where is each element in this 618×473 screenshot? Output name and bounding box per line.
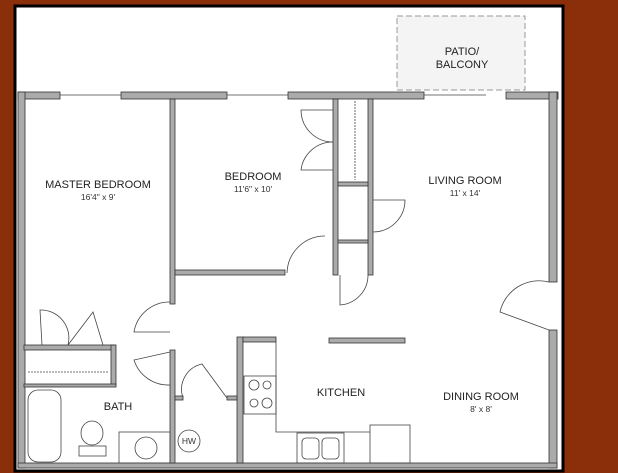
toilet-tank — [78, 445, 107, 457]
master-bedroom-label: MASTER BEDROOM — [45, 179, 151, 191]
dining-room-label: DINING ROOM — [443, 391, 519, 403]
living-room-size: 11' x 14' — [450, 188, 481, 198]
kitchen-label: KITCHEN — [317, 387, 365, 399]
patio-label-line1: PATIO/ — [445, 46, 480, 58]
interior-walls — [23, 98, 406, 464]
master-bedroom-size: 16'4" x 9' — [81, 192, 116, 202]
patio-balcony: PATIO/ BALCONY — [396, 15, 526, 91]
sink-icon — [134, 436, 158, 460]
bedroom-size: 11'6" x 10' — [234, 184, 273, 194]
room-labels: MASTER BEDROOM 16'4" x 9' BEDROOM 11'6" … — [45, 171, 519, 414]
refrigerator — [369, 424, 411, 464]
fixtures: HW — [27, 342, 411, 464]
dining-room-size: 8' x 8' — [470, 404, 492, 414]
kitchen-sink-icon — [296, 432, 345, 464]
bath-label: BATH — [104, 401, 133, 413]
water-heater-label: HW — [182, 436, 196, 446]
bedroom-label: BEDROOM — [225, 171, 282, 183]
bathtub — [27, 389, 62, 463]
living-room-label: LIVING ROOM — [428, 175, 501, 187]
patio-label-line2: BALCONY — [436, 59, 489, 71]
water-heater-icon — [177, 429, 201, 453]
vanity — [118, 431, 171, 464]
exterior-walls — [17, 91, 559, 469]
toilet — [80, 420, 104, 446]
doors — [39, 109, 550, 399]
